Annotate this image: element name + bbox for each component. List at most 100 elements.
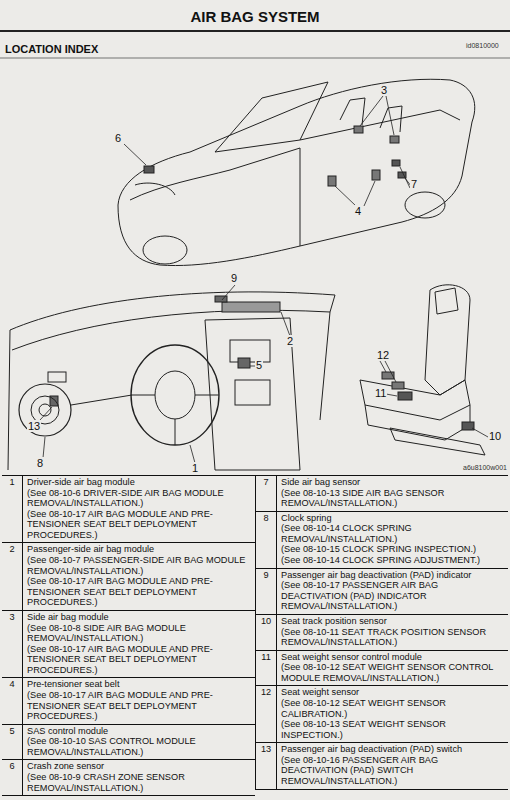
table-row: 1Driver-side air bag module(See 08-10-6 … xyxy=(2,476,255,543)
table-cell: 10 xyxy=(256,615,277,650)
table-row: 11Seat weight sensor control module(See … xyxy=(256,651,508,687)
table-row: 10Seat track position sensor(See 08-10-1… xyxy=(256,615,508,651)
table-row: 2Passenger-side air bag module(See 08-10… xyxy=(2,543,255,610)
reference-note: (See 08-10-7 PASSENGER-SIDE AIR BAG MODU… xyxy=(27,555,252,576)
item-number: 6 xyxy=(2,761,22,772)
reference-note: (See 08-10-15 CLOCK SPRING INSPECTION.) xyxy=(281,544,505,555)
item-number: 3 xyxy=(2,612,22,623)
table-row: 3Side air bag module(See 08-10-8 SIDE AI… xyxy=(2,611,255,678)
part-name: Seat weight sensor control module xyxy=(281,652,505,663)
part-name: Clock spring xyxy=(281,513,505,524)
table-row: 9 Passenger air bag deactivation (PAD) in… xyxy=(256,569,508,615)
table-cell: 9 xyxy=(256,569,277,614)
reference-note: (See 08-10-14 CLOCK SPRING REMOVAL/INSTA… xyxy=(281,523,505,544)
table-cell: Passenger-side air bag module(See 08-10-… xyxy=(23,543,255,609)
reference-note: (See 08-10-13 SEAT WEIGHT SENSOR INSPECT… xyxy=(281,719,505,740)
table-cell: 11 xyxy=(256,651,277,686)
part-name: Seat weight sensor xyxy=(281,687,505,698)
index-table: 1Driver-side air bag module(See 08-10-6 … xyxy=(2,475,255,796)
table-row: 5SAS control module(See 08-10-10 SAS CON… xyxy=(2,725,255,761)
leader-lines xyxy=(40,96,488,463)
table-row: 6Crash zone sensor(See 08-10-9 CRASH ZON… xyxy=(2,760,255,796)
callout-number: 6 xyxy=(114,132,122,144)
section-rule xyxy=(0,58,510,59)
table-cell: Seat track position sensor(See 08-10-11 … xyxy=(277,615,508,650)
figure-code: a6u8100w001 xyxy=(463,464,507,471)
item-number: 12 xyxy=(256,687,276,698)
part-name: Passenger air bag deactivation (PAD) ind… xyxy=(281,570,505,581)
table-cell: 13 xyxy=(256,743,277,788)
section-heading: LOCATION INDEX xyxy=(5,43,98,55)
table-cell: Side air bag module(See 08-10-8 SIDE AIR… xyxy=(23,611,255,677)
reference-note: (See 08-10-12 SEAT WEIGHT SENSOR CONTROL… xyxy=(281,662,505,683)
callout-number: 8 xyxy=(36,457,44,469)
item-number: 7 xyxy=(256,477,276,488)
table-cell: 1 xyxy=(2,476,23,542)
header-rule xyxy=(0,30,510,32)
reference-note: (See 08-10-17 PASSENGER AIR BAG DEACTIVA… xyxy=(281,580,505,612)
callout-number: 5 xyxy=(255,359,263,371)
reference-note: (See 08-10-8 SIDE AIR BAG MODULE REMOVAL… xyxy=(27,623,252,644)
item-number: 5 xyxy=(2,726,22,737)
item-number: 9 xyxy=(256,570,276,581)
part-name: Seat track position sensor xyxy=(281,616,505,627)
table-cell: Passenger air bag deactivation (PAD) ind… xyxy=(277,569,508,614)
reference-note: (See 08-10-6 DRIVER-SIDE AIR BAG MODULE … xyxy=(27,488,252,509)
table-cell: 7 xyxy=(256,476,277,511)
callout-number: 4 xyxy=(354,205,362,217)
clock-spring-inset xyxy=(19,384,132,436)
table-cell: Pre-tensioner seat belt(See 08-10-17 AIR… xyxy=(23,678,255,723)
callout-number: 12 xyxy=(376,349,390,361)
table-row: 12Seat weight sensor(See 08-10-12 SEAT W… xyxy=(256,686,508,743)
page-title: AIR BAG SYSTEM xyxy=(0,8,510,25)
car-body xyxy=(118,79,475,265)
table-cell: Driver-side air bag module(See 08-10-6 D… xyxy=(23,476,255,542)
reference-note: (See 08-10-17 AIR BAG MODULE AND PRE-TEN… xyxy=(27,690,252,722)
table-cell: Seat weight sensor(See 08-10-12 SEAT WEI… xyxy=(277,686,508,742)
item-number: 2 xyxy=(2,544,22,555)
item-number: 8 xyxy=(256,513,276,524)
table-cell: 4 xyxy=(2,678,23,723)
part-name: Passenger air bag deactivation (PAD) swi… xyxy=(281,744,505,755)
figure-code: id0810000 xyxy=(466,42,499,49)
table-cell: Crash zone sensor(See 08-10-9 CRASH ZONE… xyxy=(23,760,255,795)
passenger-seat xyxy=(360,285,485,455)
callout-number: 10 xyxy=(488,430,502,442)
part-name: Side air bag sensor xyxy=(281,477,505,488)
reference-note: (See 08-10-14 CLOCK SPRING ADJUSTMENT.) xyxy=(281,555,505,566)
reference-note: (See 08-10-17 AIR BAG MODULE AND PRE-TEN… xyxy=(27,576,252,608)
table-cell: Seat weight sensor control module(See 08… xyxy=(277,651,508,686)
table-cell: 6 xyxy=(2,760,23,795)
reference-note: (See 08-10-10 SAS CONTROL MODULE REMOVAL… xyxy=(27,736,252,757)
callout-number: 7 xyxy=(410,178,418,190)
table-cell: 3 xyxy=(2,611,23,677)
part-name: Driver-side air bag module xyxy=(27,477,252,488)
index-table: 7Side air bag sensor(See 08-10-13 SIDE A… xyxy=(255,475,508,790)
table-cell: 12 xyxy=(256,686,277,742)
callout-number: 2 xyxy=(286,335,294,347)
part-name: Pre-tensioner seat belt xyxy=(27,679,252,690)
reference-note: (See 08-10-17 AIR BAG MODULE AND PRE-TEN… xyxy=(27,509,252,541)
table-cell: Passenger air bag deactivation (PAD) swi… xyxy=(277,743,508,788)
reference-note: (See 08-10-17 AIR BAG MODULE AND PRE-TEN… xyxy=(27,644,252,676)
table-cell: 5 xyxy=(2,725,23,760)
callout-number: 11 xyxy=(374,387,387,399)
part-name: Side air bag module xyxy=(27,612,252,623)
callout-number: 9 xyxy=(230,272,238,284)
part-name: Passenger-side air bag module xyxy=(27,544,252,555)
item-number: 1 xyxy=(2,477,22,488)
item-number: 13 xyxy=(256,744,276,755)
table-cell: Clock spring(See 08-10-14 CLOCK SPRING R… xyxy=(277,512,508,568)
dashboard xyxy=(8,292,335,470)
table-cell: SAS control module(See 08-10-10 SAS CONT… xyxy=(23,725,255,760)
callout-number: 1 xyxy=(191,462,199,474)
reference-note: (See 08-10-11 SEAT TRACK POSITION SENSOR… xyxy=(281,627,505,648)
table-row: 13 Passenger air bag deactivation (PAD) s… xyxy=(256,743,508,789)
table-cell: 8 xyxy=(256,512,277,568)
item-number: 10 xyxy=(256,616,276,627)
item-number: 11 xyxy=(256,652,276,663)
callout-number: 3 xyxy=(380,84,388,96)
part-name: SAS control module xyxy=(27,726,252,737)
reference-note: (See 08-10-16 PASSENGER AIR BAG DEACTIVA… xyxy=(281,755,505,787)
table-cell: Side air bag sensor(See 08-10-13 SIDE AI… xyxy=(277,476,508,511)
